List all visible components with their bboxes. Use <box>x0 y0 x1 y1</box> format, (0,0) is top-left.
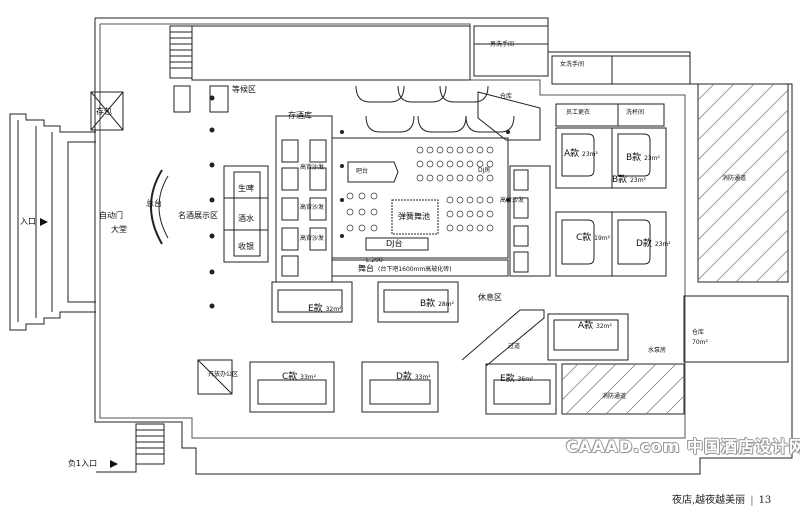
dance-floor <box>391 199 439 235</box>
label-fire-exit-2: 消防通道 <box>602 393 627 400</box>
top-right-block <box>611 55 691 85</box>
label-stage-small: L.200 <box>366 257 383 264</box>
label-auto-door: 自动门 <box>99 211 123 220</box>
waiting-sofa-1 <box>173 85 191 113</box>
page-footer: 夜店,越夜越美丽|13 <box>672 495 772 506</box>
ktv-label: D款 23m² <box>636 239 671 249</box>
ktv-room-8 <box>249 361 335 413</box>
label-sub-entrance: 负1入口 <box>68 459 98 468</box>
ktv-room-6 <box>377 281 459 323</box>
ktv-room-7 <box>547 313 629 361</box>
label-reception: 总台 <box>146 199 162 208</box>
label-dance-floor: 弹簧舞池 <box>398 212 430 221</box>
ktv-room-10 <box>485 363 557 415</box>
label-liquor: 酒水 <box>238 214 254 223</box>
ktv-label: E款 36m² <box>500 374 534 384</box>
outer-wall <box>94 17 793 475</box>
label-bar: 吧台 <box>356 168 369 175</box>
entrance-arrow <box>40 218 48 226</box>
label-beer: 生啤 <box>238 184 254 193</box>
entry-steps <box>9 113 96 331</box>
label-corridor: 过道 <box>508 343 521 350</box>
label-dj-booth: DJ房 <box>478 167 491 174</box>
top-room-1 <box>191 25 471 81</box>
label-entrance: 入口 <box>20 217 36 226</box>
label-wine-store: 存酒库 <box>288 111 312 120</box>
label-main-warehouse: 仓库 <box>692 329 705 336</box>
label-dj: DJ台 <box>386 239 403 248</box>
ktv-room-3 <box>555 211 613 277</box>
label-wine-display: 名酒展示区 <box>178 211 218 220</box>
central-hall <box>331 137 509 259</box>
ktv-label: B款 23m² <box>626 153 660 163</box>
label-high-sofa-3: 高背沙发 <box>300 235 325 242</box>
label-fire-exit-1: 消防通道 <box>722 175 747 182</box>
label-high-sofa-1: 高背沙发 <box>300 164 325 171</box>
label-restroom-m: 男洗手间 <box>490 41 515 48</box>
sub-entrance-arrow <box>110 460 118 468</box>
label-cashier: 收银 <box>238 242 254 251</box>
diagonal-corridor <box>477 91 541 141</box>
footer-title: 夜店,越夜越美丽 <box>672 495 746 506</box>
dj-platform <box>365 237 429 251</box>
label-high-sofa-4: 高背沙发 <box>500 197 525 204</box>
stage-band <box>331 259 509 277</box>
sofa-booth-block <box>275 115 333 283</box>
ktv-room-5 <box>271 281 353 323</box>
right-sofa-strip <box>509 165 551 277</box>
label-stage-note: (台下吧1600mm高玻化砖) <box>378 266 452 273</box>
label-open-office: 开放办公区 <box>208 371 239 378</box>
label-lobby: 大堂 <box>111 225 127 234</box>
label-cloakroom: 存包 <box>96 107 112 116</box>
ktv-label: C款 33m² <box>282 372 317 382</box>
warehouse <box>683 295 789 363</box>
waiting-sofa-2 <box>209 85 229 113</box>
ktv-label: E款 32m² <box>308 304 342 314</box>
ktv-label: D款 33m² <box>396 372 431 382</box>
reception-desk <box>150 169 163 245</box>
top-sofas <box>355 85 489 103</box>
ktv-label: A款 32m² <box>578 321 612 331</box>
cup-wash <box>617 103 665 127</box>
ktv-room-4 <box>611 211 667 277</box>
ktv-room-2 <box>611 127 667 189</box>
ktv-label: B款 28m² <box>420 299 454 309</box>
fire-exit-bottom <box>561 363 685 415</box>
label-high-sofa-2: 高背沙发 <box>300 204 325 211</box>
fire-exit-right <box>697 83 789 283</box>
label-lounge: 休息区 <box>478 293 502 302</box>
ktv-label: C款 19m² <box>576 233 611 243</box>
stair-top <box>169 25 193 79</box>
watermark: CAAAD.com 中国酒店设计网 <box>566 437 800 456</box>
label-stage: 舞台 <box>358 264 374 273</box>
label-cup-wash: 洗杯间 <box>626 109 645 116</box>
restroom-block <box>473 25 549 77</box>
label-water-room: 水泵房 <box>648 347 667 354</box>
cloakroom <box>90 91 124 131</box>
small-bar <box>347 161 399 183</box>
label-waiting: 等候区 <box>232 85 256 94</box>
label-main-warehouse-area: 70m² <box>692 339 708 346</box>
page-number: 13 <box>758 495 772 506</box>
bar-counter <box>223 165 269 263</box>
label-staff-room: 员工更衣 <box>566 109 591 116</box>
ktv-label: B款 23m² <box>612 175 646 185</box>
label-restroom-f: 女洗手间 <box>560 61 585 68</box>
ktv-room-9 <box>361 361 439 413</box>
stair-bottom <box>135 423 165 465</box>
label-storage: 仓库 <box>500 93 513 100</box>
ktv-label: A款 23m² <box>564 149 598 159</box>
